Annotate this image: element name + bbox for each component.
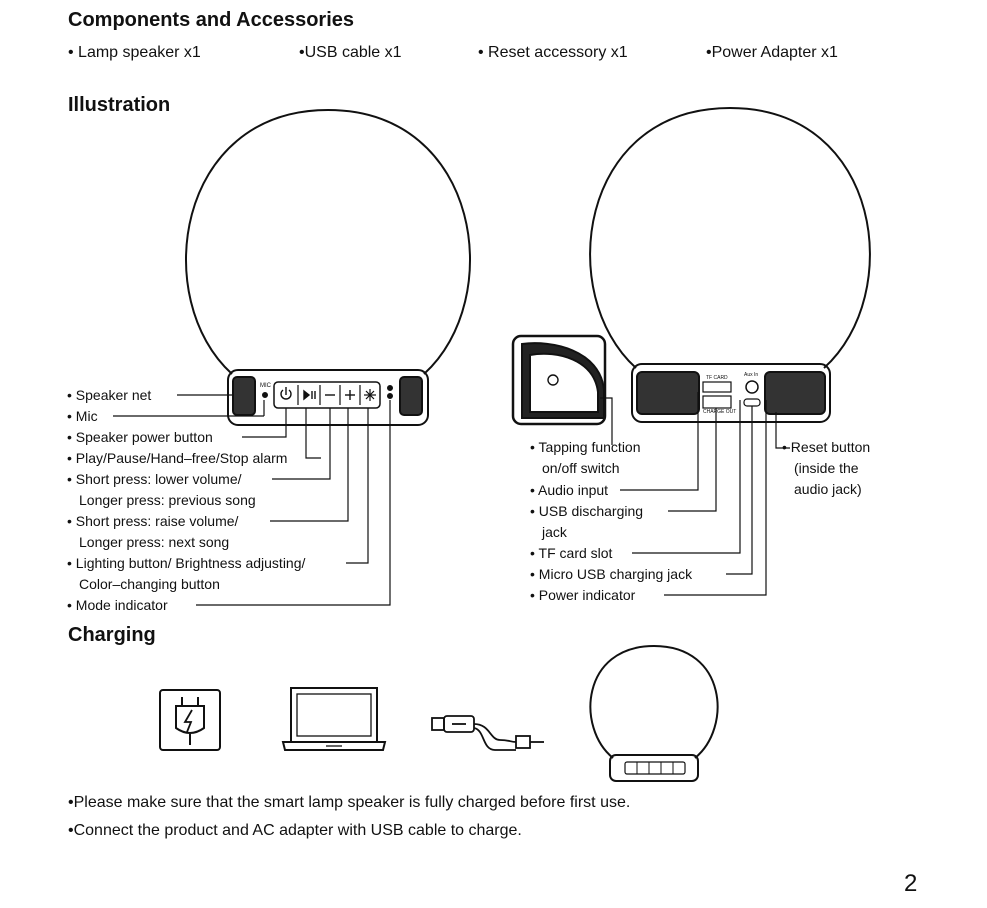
right-lamp-globe xyxy=(589,106,871,369)
component-lamp-speaker: • Lamp speaker x1 xyxy=(68,44,201,61)
label-lower-volume: • Short press: lower volume/ xyxy=(67,471,242,487)
label-mode-indicator: • Mode indicator xyxy=(67,597,168,613)
micro-usb-port xyxy=(743,398,761,407)
light-icon xyxy=(364,389,376,401)
button-strip xyxy=(273,381,381,409)
charging-heading: Charging xyxy=(68,624,156,646)
power-adapter-icon xyxy=(159,689,221,751)
tapping-inset xyxy=(511,334,607,426)
left-speaker-net-right xyxy=(399,376,423,416)
label-reset-inside: (inside the xyxy=(794,460,859,476)
label-raise-volume: • Short press: raise volume/ xyxy=(67,513,239,529)
label-on-off-switch: on/off switch xyxy=(542,460,620,476)
tf-card-slot xyxy=(702,381,732,393)
components-heading: Components and Accessories xyxy=(68,9,355,31)
aux-in-marking: Aux In xyxy=(744,372,759,378)
left-lamp-base xyxy=(227,369,429,426)
label-lighting-button: • Lighting button/ Brightness adjusting/ xyxy=(67,555,306,571)
left-speaker-net xyxy=(232,376,256,416)
charging-note-1: •Please make sure that the smart lamp sp… xyxy=(68,794,631,811)
label-reset-audio-jack: audio jack) xyxy=(794,481,862,497)
label-jack: jack xyxy=(542,524,567,540)
mode-indicator-dot xyxy=(387,385,393,391)
lamp-speaker-icon xyxy=(589,644,719,782)
label-tapping-function: • Tapping function xyxy=(530,439,641,455)
mic-dot xyxy=(262,392,268,398)
usb-discharge-jack xyxy=(702,395,732,409)
laptop-icon xyxy=(281,687,387,751)
illustration-heading: Illustration xyxy=(68,94,171,116)
label-micro-usb-charging: • Micro USB charging jack xyxy=(530,566,693,582)
right-speaker-net-right xyxy=(764,371,826,415)
audio-input-jack xyxy=(745,380,759,394)
usb-cable-icon xyxy=(431,715,544,751)
page-number: 2 xyxy=(904,870,918,897)
label-next-song: Longer press: next song xyxy=(79,534,230,550)
label-tf-card-slot: • TF card slot xyxy=(530,545,613,561)
component-power-adapter: •Power Adapter x1 xyxy=(706,44,838,61)
charge-out-marking: CHARGE OUT xyxy=(703,409,737,415)
label-speaker-net: • Speaker net xyxy=(67,387,152,403)
label-usb-discharging: • USB discharging xyxy=(530,503,644,519)
right-speaker-net-left xyxy=(636,371,700,415)
right-lamp-base xyxy=(631,363,831,423)
plus-icon xyxy=(345,390,355,400)
label-reset-button: • Reset button xyxy=(782,439,871,455)
label-power-indicator: • Power indicator xyxy=(530,587,636,603)
label-play-pause: • Play/Pause/Hand–free/Stop alarm xyxy=(67,450,288,466)
component-usb-cable: •USB cable x1 xyxy=(299,44,402,61)
label-power-button: • Speaker power button xyxy=(67,429,213,445)
label-audio-input: • Audio input xyxy=(530,482,609,498)
play-pause-icon xyxy=(303,389,316,401)
power-icon xyxy=(280,387,292,400)
mic-marking: MIC xyxy=(260,383,271,389)
label-color-changing: Color–changing button xyxy=(79,576,220,592)
left-lamp-globe xyxy=(185,108,471,375)
label-mic: • Mic xyxy=(67,408,98,424)
tf-card-marking: TF CARD xyxy=(706,375,728,381)
label-previous-song: Longer press: previous song xyxy=(79,492,256,508)
component-reset-accessory: • Reset accessory x1 xyxy=(478,44,628,61)
charging-note-2: •Connect the product and AC adapter with… xyxy=(68,822,522,839)
